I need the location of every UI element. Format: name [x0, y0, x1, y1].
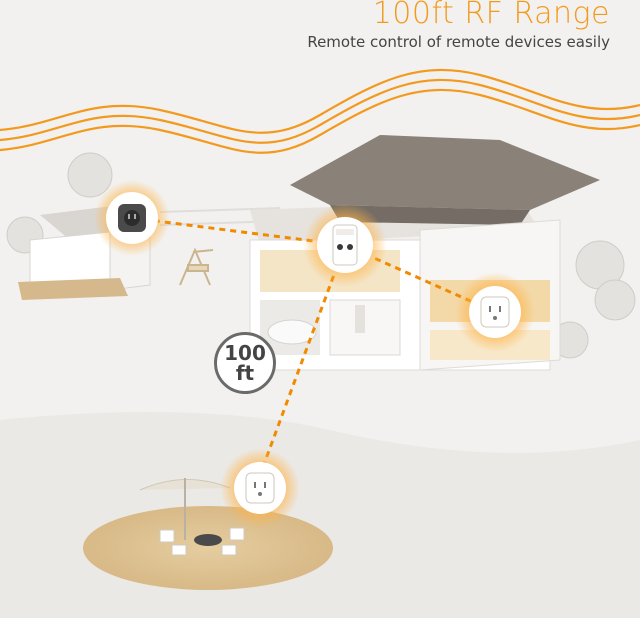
page-subtitle: Remote control of remote devices easily: [307, 33, 610, 51]
patio-furniture: [139, 478, 245, 556]
smart-plug-icon: [469, 286, 521, 338]
range-badge-unit: ft: [235, 361, 255, 385]
smart-plug-icon: [106, 192, 158, 244]
range-badge: 100 ft: [214, 332, 276, 394]
house: [249, 135, 600, 371]
signal-waves: [0, 68, 640, 154]
page-title: 100ft RF Range: [372, 0, 610, 31]
patio-deck: [83, 506, 333, 590]
ground: [0, 412, 640, 618]
swing: [179, 247, 214, 286]
smart-plug-icon: [234, 462, 286, 514]
range-badge-value: 100: [224, 341, 266, 365]
remote-control-icon: [317, 217, 373, 273]
